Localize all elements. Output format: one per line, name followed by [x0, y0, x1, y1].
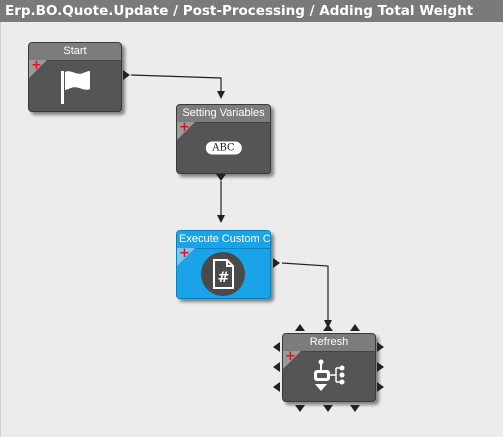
abc-icon: ABC	[205, 141, 242, 155]
node-corner	[283, 351, 301, 369]
refresh-bottom-port[interactable]	[323, 405, 333, 412]
refresh-left-port[interactable]	[273, 382, 280, 392]
execute-custom-code-label: Execute Custom Co	[177, 231, 270, 249]
refresh-left-port[interactable]	[273, 362, 280, 372]
node-corner	[177, 122, 195, 140]
refresh-right-port[interactable]	[377, 362, 384, 372]
execute-custom-code-node[interactable]: Execute Custom Co + #	[176, 230, 271, 299]
refresh-right-port[interactable]	[377, 342, 384, 352]
refresh-label: Refresh	[283, 334, 375, 352]
refresh-left-port[interactable]	[273, 342, 280, 352]
execute-custom-code-body: #	[177, 249, 270, 298]
refresh-top-port[interactable]	[350, 324, 360, 331]
refresh-node[interactable]: Refresh +	[282, 333, 376, 402]
connector-layer	[130, 74, 332, 328]
refresh-bottom-port[interactable]	[350, 405, 360, 412]
setting-variables-output-port[interactable]	[216, 174, 226, 181]
add-icon[interactable]: +	[179, 120, 190, 135]
start-node[interactable]: Start +	[28, 42, 122, 112]
flag-icon	[61, 71, 90, 104]
execute-custom-code-output-port[interactable]	[273, 258, 280, 268]
start-node-body	[29, 61, 121, 111]
add-icon[interactable]: +	[31, 58, 42, 73]
refresh-top-port[interactable]	[295, 324, 305, 331]
refresh-bottom-port[interactable]	[295, 405, 305, 412]
node-corner	[29, 60, 47, 78]
setting-variables-node[interactable]: Setting Variables + ABC	[176, 104, 271, 174]
node-corner	[177, 248, 195, 266]
designer-title: Erp.BO.Quote.Update / Post-Processing / …	[0, 0, 503, 22]
workflow-canvas[interactable]: Start + Setting Variables + ABC Execute …	[0, 22, 503, 437]
setting-variables-body: ABC	[177, 123, 270, 173]
setting-variables-label: Setting Variables	[177, 105, 270, 123]
connector-execute-to-refresh	[281, 262, 332, 328]
refresh-dataview-icon	[314, 359, 345, 391]
start-output-port[interactable]	[123, 70, 130, 80]
add-icon[interactable]: +	[285, 349, 296, 364]
connector-start-to-setting	[130, 74, 225, 99]
start-node-label: Start	[29, 43, 121, 61]
code-file-icon: #	[201, 252, 245, 296]
add-icon[interactable]: +	[179, 246, 190, 261]
refresh-top-port[interactable]	[323, 324, 333, 331]
refresh-right-port[interactable]	[377, 382, 384, 392]
refresh-body	[283, 352, 375, 401]
code-glyph: #	[218, 270, 230, 286]
